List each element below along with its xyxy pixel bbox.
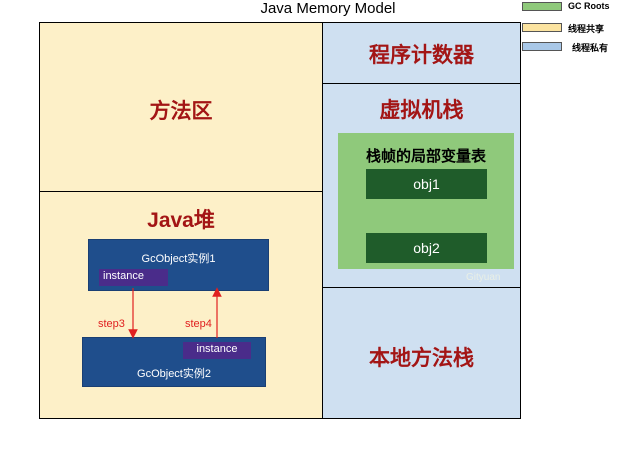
native-stack-region: 本地方法栈: [322, 287, 521, 419]
legend-swatch-private: [522, 42, 562, 51]
step4-label: step4: [185, 318, 212, 330]
watermark: Gityuan: [466, 272, 501, 283]
stack-frame-local-vars: 栈帧的局部变量表 obj1 obj2 Gityuan: [338, 133, 514, 283]
vm-stack-label: 虚拟机栈: [379, 99, 464, 122]
local-var-obj2: obj2: [366, 233, 487, 263]
stack-frame-title: 栈帧的局部变量表: [365, 148, 486, 165]
vm-stack-region: 虚拟机栈 栈帧的局部变量表 obj1 obj2 Gityuan: [322, 83, 521, 288]
legend-label-shared: 线程共享: [568, 24, 605, 34]
gc-object-1-instance-field: instance: [99, 269, 168, 286]
gc-object-1-label: GcObject实例1: [141, 253, 216, 265]
gc-object-instance-2: instance GcObject实例2: [82, 337, 266, 387]
gc-object-2-instance-field: instance: [183, 342, 251, 359]
legend-label-gc-roots: GC Roots: [568, 1, 610, 11]
native-stack-label: 本地方法栈: [369, 347, 474, 370]
gc-object-2-label: GcObject实例2: [137, 368, 211, 380]
legend-swatch-shared: [522, 23, 562, 32]
program-counter-label: 程序计数器: [369, 44, 474, 67]
local-var-obj1: obj1: [366, 169, 487, 199]
diagram-title: Java Memory Model: [260, 0, 396, 17]
java-heap-label: Java堆: [147, 209, 215, 232]
step3-label: step3: [98, 318, 125, 330]
program-counter-region: 程序计数器: [322, 22, 521, 84]
legend-swatch-gc-roots: [522, 2, 562, 11]
legend-label-private: 线程私有: [572, 43, 609, 53]
gc-object-instance-1: GcObject实例1 instance: [88, 239, 269, 291]
method-area-label: 方法区: [149, 100, 213, 123]
